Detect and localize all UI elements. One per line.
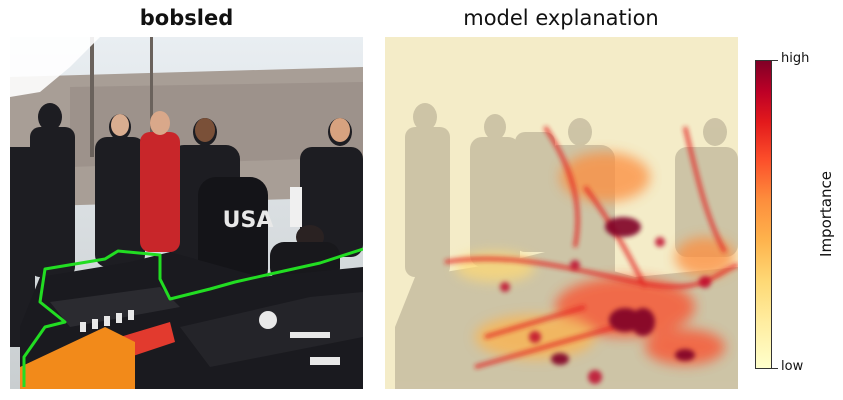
explanation-title: model explanation bbox=[463, 6, 659, 30]
colorbar-low-label: low bbox=[781, 359, 804, 374]
colorbar-tick-low bbox=[772, 368, 778, 369]
colorbar-axis-label: Importance bbox=[817, 171, 835, 257]
image-title: bobsled bbox=[139, 6, 234, 30]
importance-colorbar bbox=[755, 60, 772, 369]
svg-text:USA: USA bbox=[223, 208, 274, 233]
explanation-heatmap bbox=[385, 37, 738, 389]
colorbar-high-label: high bbox=[781, 51, 810, 66]
input-photo: USA bbox=[10, 37, 363, 389]
colorbar-tick-high bbox=[772, 60, 778, 61]
